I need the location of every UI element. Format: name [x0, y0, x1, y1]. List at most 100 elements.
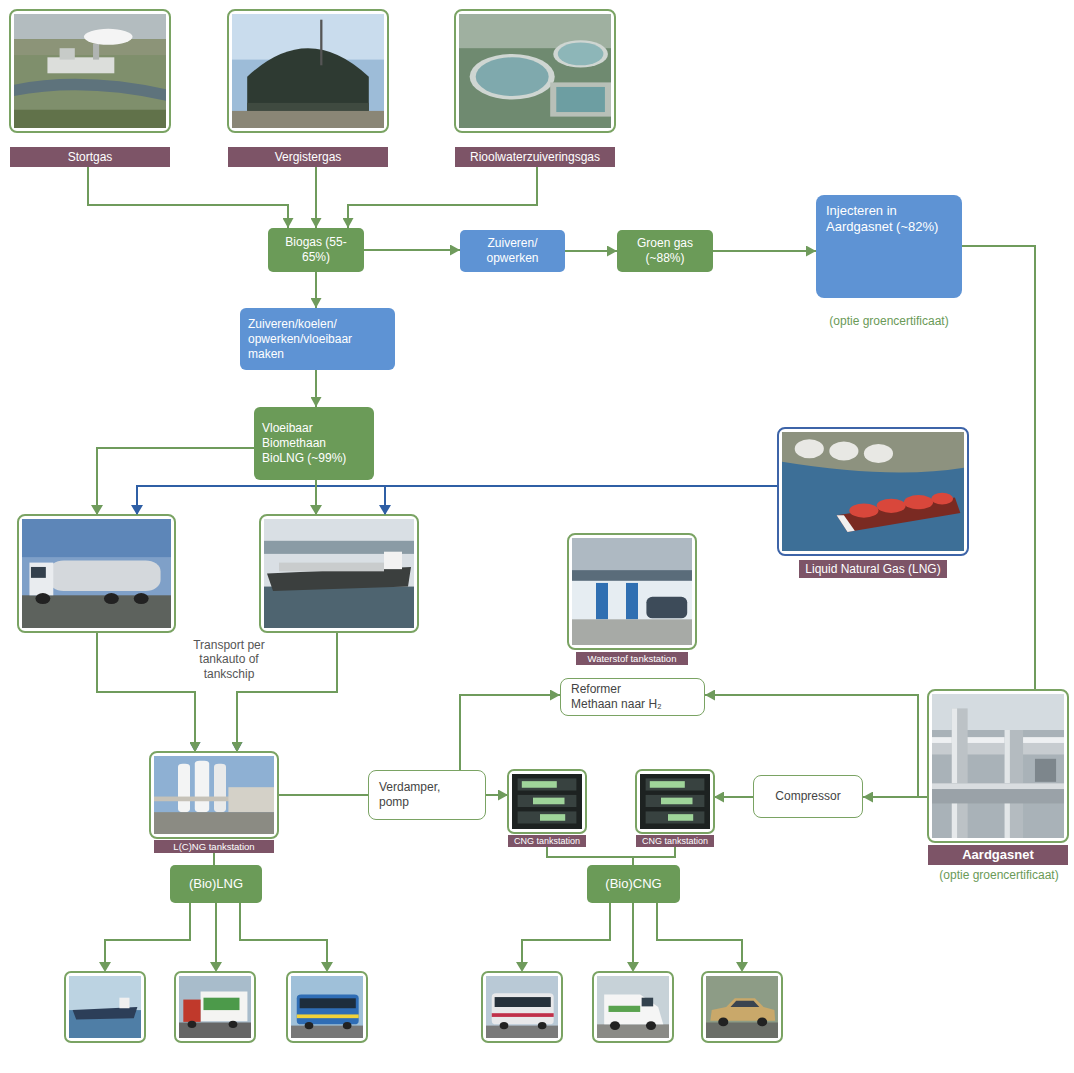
- label-band: Aardgasnet: [928, 845, 1068, 865]
- flow-connector: [315, 272, 317, 308]
- illustration-part: [14, 79, 166, 101]
- illustration-part: [131, 505, 143, 515]
- box-text: Compressor: [775, 789, 840, 804]
- illustration-part: [47, 57, 114, 73]
- illustration-part: [35, 593, 50, 604]
- illustration-part: [99, 962, 111, 972]
- illustration-part: [572, 538, 692, 645]
- box-text: Reformer Methaan naar H₂: [571, 682, 668, 712]
- illustration-part: [512, 774, 582, 829]
- illustration-part: [736, 962, 748, 972]
- illustration-part: [640, 774, 710, 829]
- illustration-part: [31, 567, 46, 578]
- illustration-part: [210, 962, 222, 972]
- illustration-part: [73, 1007, 138, 1019]
- illustration-part: [904, 495, 933, 509]
- illustration-part: [150, 752, 278, 838]
- illustration-part: [864, 444, 893, 463]
- illustration-part: [492, 1013, 554, 1017]
- illustration-part: [29, 563, 53, 596]
- flow-connector: [364, 249, 460, 251]
- illustration-part: [538, 1022, 547, 1029]
- illustration-part: [297, 1014, 359, 1018]
- illustration-part: [849, 503, 878, 517]
- label-band: Liquid Natural Gas (LNG): [799, 560, 946, 578]
- illustration-part: [556, 87, 605, 112]
- illustration-part: [604, 995, 663, 1025]
- illustration-part: [154, 756, 274, 834]
- illustration-part: [201, 992, 248, 1022]
- illustration-part: [379, 505, 391, 515]
- illustration-part: [932, 737, 1064, 754]
- annotation-label: (optie groencertificaat): [816, 314, 962, 328]
- illustration-part: [188, 1021, 197, 1028]
- node-label: L(C)NG tankstation: [173, 841, 254, 852]
- illustration-part: [572, 570, 692, 581]
- illustration-part: [508, 770, 586, 833]
- illustration-part: [279, 563, 384, 572]
- process-box: Zuiveren/koelen/ opwerken/vloeibaar make…: [240, 308, 395, 370]
- process-box: (Bio)CNG: [587, 865, 680, 903]
- illustration-part: [321, 962, 333, 972]
- flow-connector: [713, 250, 816, 252]
- illustration-part: [455, 10, 615, 132]
- process-box: Verdamper, pomp: [368, 770, 486, 820]
- illustration-part: [626, 583, 638, 619]
- car-photo: [702, 972, 782, 1042]
- flow-connector: [88, 167, 288, 228]
- illustration-part: [597, 1024, 669, 1038]
- node-label: Vergistergas: [275, 150, 342, 164]
- bus-photo: [287, 972, 367, 1042]
- illustration-part: [702, 972, 782, 1042]
- process-box: Vloeibaar Biomethaan BioLNG (~99%): [254, 407, 374, 480]
- illustration-part: [470, 54, 555, 100]
- illustration-part: [782, 432, 964, 551]
- illustration-part: [476, 57, 549, 96]
- box-text: Zuiveren/ opwerken: [472, 236, 553, 266]
- photo-node: Rioolwaterzuiveringsgas: [455, 10, 615, 167]
- illustration-part: [178, 764, 190, 812]
- illustration-part: [558, 43, 604, 66]
- illustration-part: [214, 764, 226, 812]
- illustration-part: [291, 976, 363, 1038]
- illustration-part: [646, 778, 705, 790]
- label-band: Stortgas: [10, 147, 170, 167]
- photo-node: Vergistergas: [228, 10, 388, 167]
- illustration-part: [931, 493, 953, 505]
- illustration-part: [228, 10, 388, 132]
- illustration-part: [782, 432, 964, 551]
- illustration-part: [572, 538, 692, 645]
- illustration-part: [932, 783, 1064, 789]
- illustration-part: [593, 972, 673, 1042]
- illustration-part: [175, 972, 255, 1042]
- illustration-part: [232, 111, 384, 128]
- illustration-part: [596, 583, 608, 619]
- illustration-part: [22, 519, 171, 628]
- illustration-part: [260, 515, 418, 632]
- illustration-part: [522, 903, 610, 963]
- illustration-part: [104, 593, 119, 604]
- illustration-part: [291, 1026, 363, 1038]
- box-text: Vloeibaar Biomethaan BioLNG (~99%): [262, 421, 366, 466]
- box-text: Zuiveren/koelen/ opwerken/vloeibaar make…: [248, 317, 387, 362]
- illustration-part: [183, 1000, 200, 1022]
- illustration-part: [632, 903, 634, 963]
- node-label: Waterstof tankstation: [588, 653, 677, 664]
- illustration-part: [518, 811, 577, 823]
- landfill-photo: [10, 10, 170, 132]
- illustration-part: [778, 428, 968, 555]
- illustration-part: [215, 903, 217, 963]
- flow-connector: [315, 167, 317, 228]
- illustration-part: [492, 993, 554, 1024]
- illustration-part: [320, 20, 322, 66]
- illustration-part: [179, 976, 251, 1038]
- illustration-part: [568, 534, 696, 649]
- illustration-part: [203, 998, 239, 1010]
- illustration-part: [69, 976, 141, 1038]
- flow-connector: [565, 250, 617, 252]
- node-label: Rioolwaterzuiveringsgas: [470, 150, 600, 164]
- flow-connector: [97, 486, 778, 752]
- bus-photo: [482, 972, 562, 1042]
- illustration-part: [572, 619, 692, 645]
